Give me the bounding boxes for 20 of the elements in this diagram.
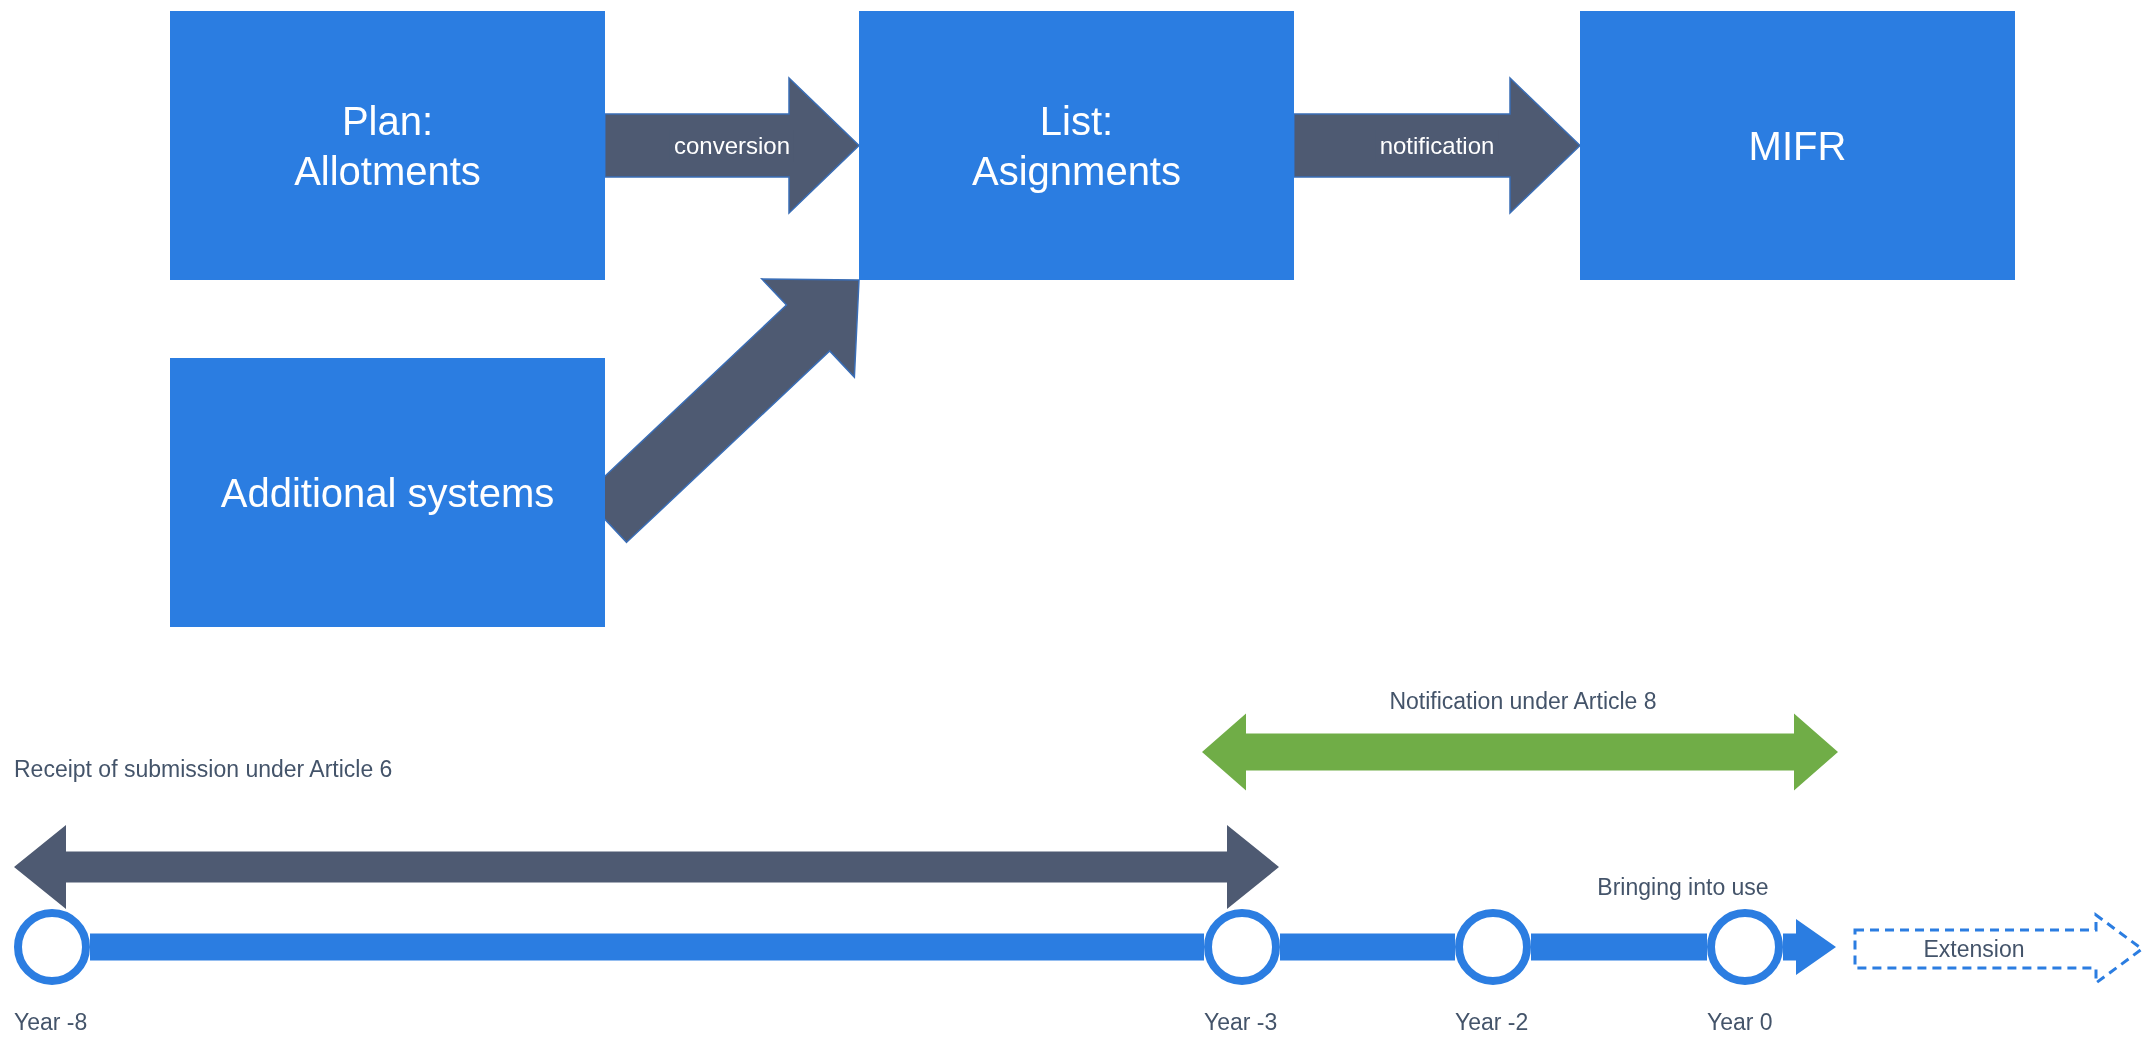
process-box <box>859 11 1294 280</box>
timeline-label: Bringing into use <box>1597 874 1769 901</box>
year-label: Year -8 <box>14 1009 88 1036</box>
process-box <box>170 11 605 280</box>
box-label: MIFR <box>1748 122 1847 170</box>
box-label: List: Asignments <box>971 97 1182 195</box>
year-label: Year 0 <box>1707 1009 1773 1036</box>
year-label: Year -3 <box>1204 1009 1278 1036</box>
arrow <box>1531 933 1707 961</box>
process-box <box>1580 11 2015 280</box>
box-label: Additional systems <box>220 469 555 517</box>
arrow-label: Extension <box>1923 935 2025 963</box>
timeline-label: Notification under Article 8 <box>1389 688 1657 715</box>
box-label: Plan: Allotments <box>293 97 482 195</box>
process-box <box>170 358 605 627</box>
timeline-label: Receipt of submission under Article 6 <box>14 756 393 783</box>
arrow <box>1783 919 1836 975</box>
year-label: Year -2 <box>1455 1009 1529 1036</box>
arrow <box>1280 933 1455 961</box>
arrow <box>90 933 1204 961</box>
